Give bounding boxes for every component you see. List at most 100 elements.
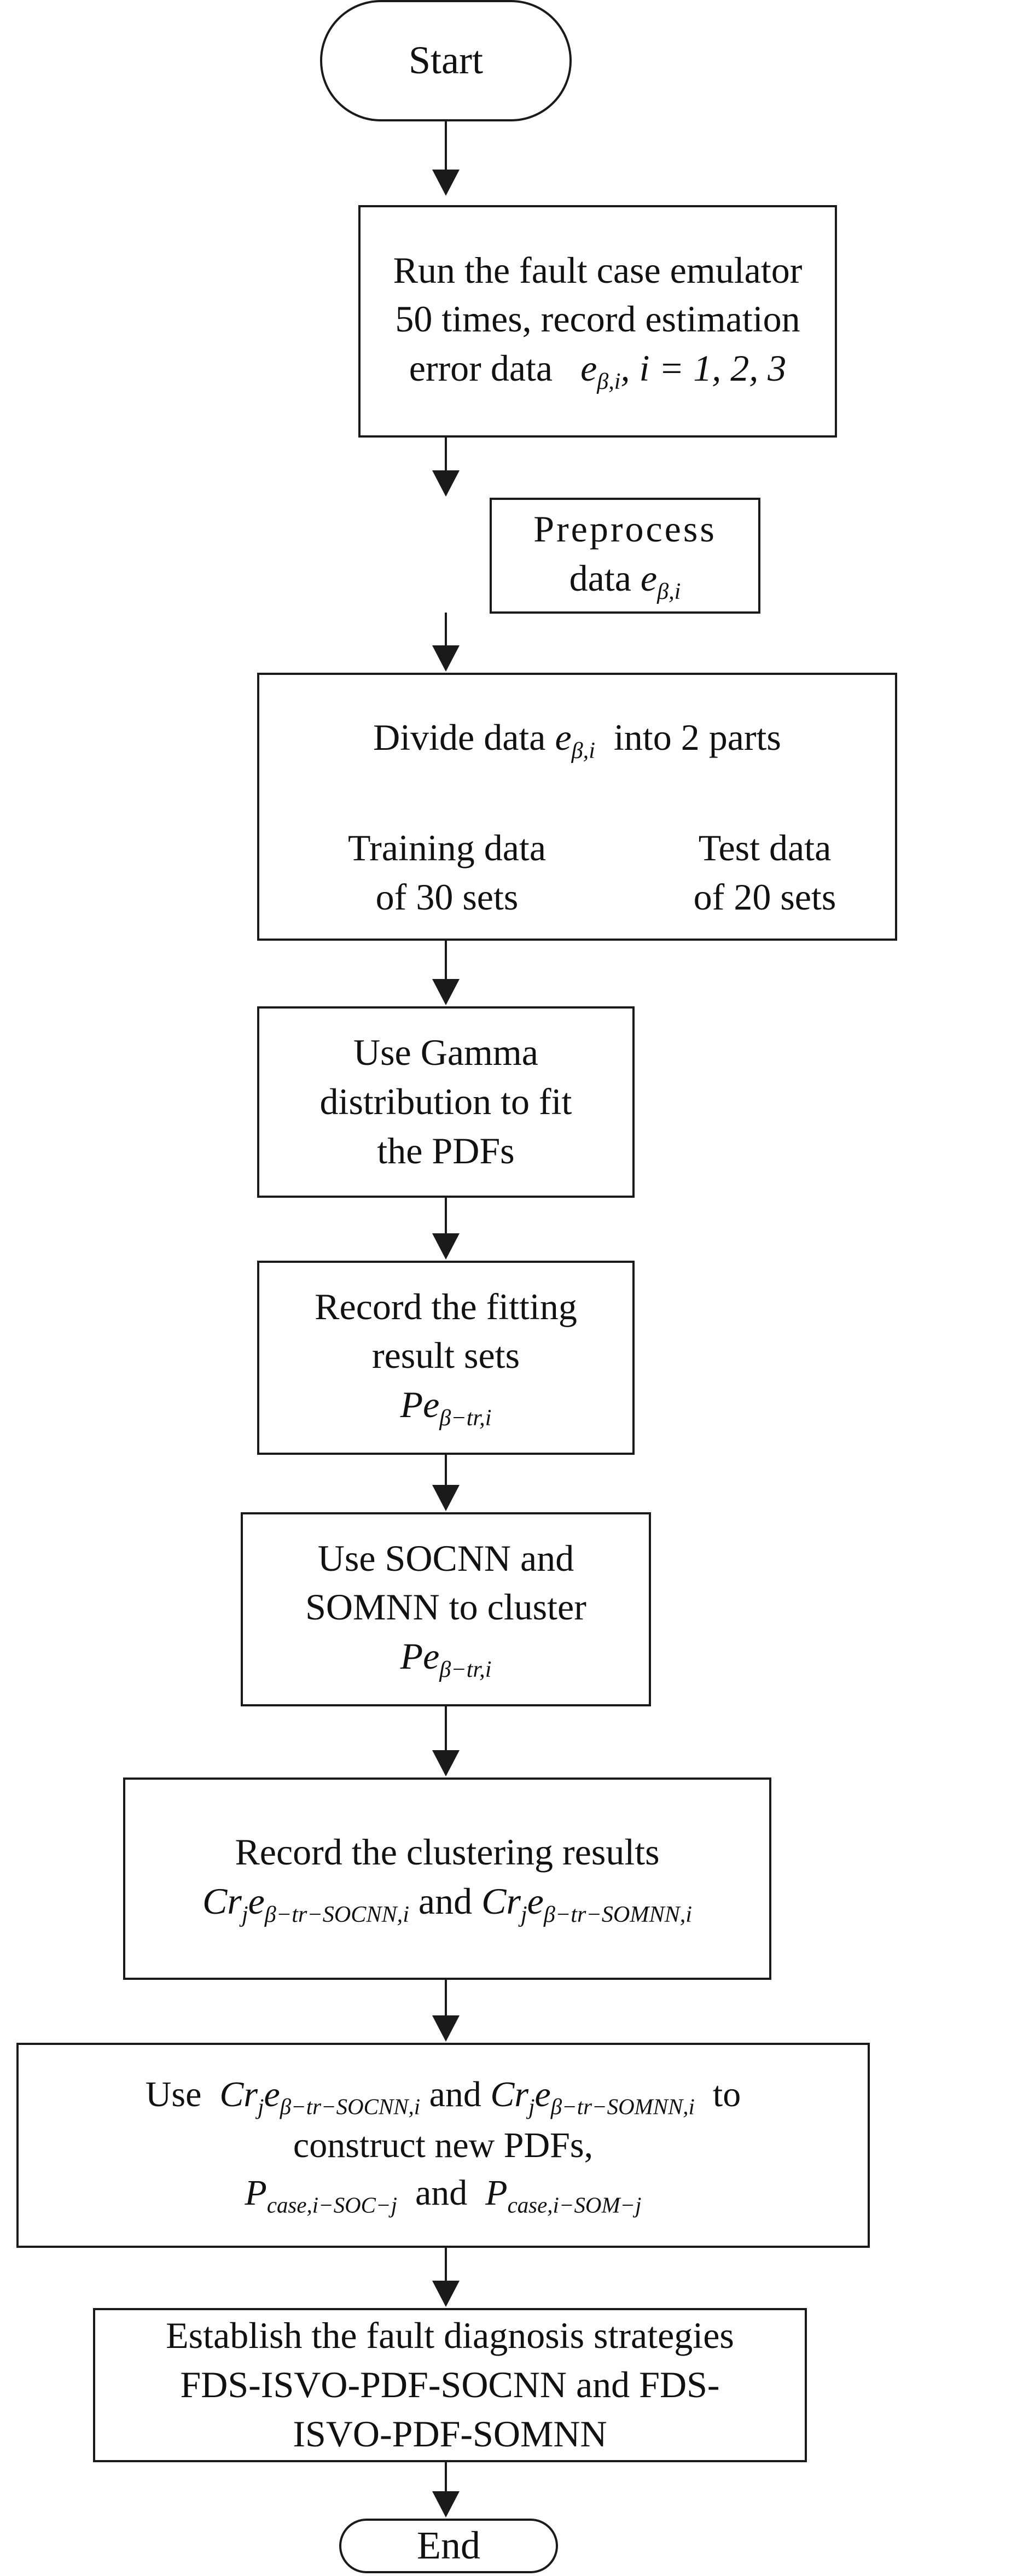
step3-post: into 2 parts: [613, 716, 781, 758]
step-cluster: Use SOCNN and SOMNN to cluster Peβ−tr,i: [241, 1512, 651, 1706]
arrowhead-icon: [432, 2491, 460, 2517]
step6-math-base: Pe: [400, 1635, 440, 1677]
step7-line2: Crjeβ−tr−SOCNN,i and Crjeβ−tr−SOMNN,i: [202, 1877, 692, 1930]
arrowhead-icon: [432, 2015, 460, 2042]
step1-math-base: e: [580, 347, 597, 389]
step8-math-b2-base: e: [534, 2074, 551, 2114]
start-terminal: Start: [320, 0, 572, 121]
step2-math-sub: β,i: [657, 578, 681, 604]
step8-math-a2-base: e: [264, 2074, 280, 2114]
step1-line2: 50 times, record estimation: [395, 298, 800, 340]
step6-line1: Use SOCNN and: [317, 1537, 574, 1579]
step7-math-b: Crjeβ−tr−SOMNN,i: [481, 1880, 692, 1927]
step3-math-sub: β,i: [571, 737, 595, 764]
step8-conj2: and: [415, 2173, 468, 2213]
arrowhead-icon: [432, 979, 460, 1005]
end-terminal: End: [339, 2519, 558, 2573]
step3-header: Divide data eβ,i into 2 parts: [373, 713, 781, 766]
step8-to: to: [712, 2074, 741, 2114]
step3-math: eβ,i: [555, 716, 595, 764]
step8-line1: Use Crjeβ−tr−SOCNN,i and Crjeβ−tr−SOMNN,…: [146, 2071, 741, 2122]
end-label: End: [417, 2523, 480, 2568]
step7-conj: and: [418, 1880, 473, 1922]
training-line1: Training data: [347, 827, 546, 869]
step8-math-b-sub: j: [528, 2094, 535, 2119]
step7-math-b-base: Cr: [481, 1880, 521, 1922]
step8-math-c: Pcase,i−SOC−j: [245, 2173, 397, 2217]
step8-math-d-sub: case,i−SOM−j: [507, 2193, 642, 2218]
arrowhead-icon: [432, 470, 460, 497]
step-record-clustering: Record the clustering results Crjeβ−tr−S…: [123, 1777, 771, 1980]
arrowhead-icon: [432, 1233, 460, 1260]
arrowhead-icon: [432, 645, 460, 672]
step8-math-d: Pcase,i−SOM−j: [485, 2173, 641, 2217]
step7-math-b2-sub: β−tr−SOMNN,i: [543, 1901, 692, 1927]
arrowhead-icon: [432, 1485, 460, 1511]
step1-line1: Run the fault case emulator: [393, 249, 803, 291]
step8-line2: construct new PDFs,: [293, 2125, 594, 2165]
step7-math-a2-base: e: [248, 1880, 265, 1922]
test-line2: of 20 sets: [693, 876, 836, 918]
step1-math-sub: β,i: [597, 368, 621, 394]
step-run-emulator: Run the fault case emulator 50 times, re…: [358, 205, 837, 438]
step8-math-a2-sub: β−tr−SOCNN,i: [280, 2094, 421, 2119]
step7-math-b-sub: j: [520, 1901, 527, 1927]
step8-math-d-base: P: [485, 2173, 508, 2213]
start-label: Start: [409, 38, 483, 83]
step-record-fitting: Record the fitting result sets Peβ−tr,i: [257, 1261, 635, 1455]
arrowhead-icon: [432, 2281, 460, 2307]
training-data-cell: Training data of 30 sets: [259, 806, 635, 940]
step4-line2: distribution to fit: [319, 1081, 572, 1123]
step8-math-a-base: Cr: [219, 2074, 258, 2114]
step1-line3-text: error data: [409, 347, 553, 389]
step8-math-b-base: Cr: [490, 2074, 529, 2114]
step7-math-a: Crjeβ−tr−SOCNN,i: [202, 1880, 409, 1927]
step8-math-a: Crjeβ−tr−SOCNN,i: [219, 2074, 420, 2119]
step1-math: eβ,i: [580, 347, 620, 394]
step9-line1: Establish the fault diagnosis strategies: [166, 2315, 734, 2357]
step8-use: Use: [145, 2074, 202, 2114]
step5-math: Peβ−tr,i: [400, 1380, 492, 1433]
step3-pre: Divide data: [373, 716, 546, 758]
step2-line2: data eβ,i: [569, 554, 681, 607]
step9-line2: FDS-ISVO-PDF-SOCNN and FDS-: [180, 2364, 720, 2406]
step3-math-base: e: [555, 716, 572, 758]
step7-math-b2-base: e: [527, 1880, 544, 1922]
step2-line2-text: data: [569, 557, 631, 599]
arrowhead-icon: [432, 170, 460, 196]
step9-line3: ISVO-PDF-SOMNN: [293, 2412, 607, 2455]
step-construct-pdfs: Use Crjeβ−tr−SOCNN,i and Crjeβ−tr−SOMNN,…: [16, 2043, 870, 2248]
step7-math-a-sub: j: [241, 1901, 248, 1927]
step8-math-b: Crjeβ−tr−SOMNN,i: [490, 2074, 695, 2119]
step8-math-c-base: P: [245, 2173, 267, 2213]
test-data-cell: Test data of 20 sets: [635, 806, 895, 940]
test-line1: Test data: [698, 827, 832, 869]
arrowhead-icon: [432, 1750, 460, 1776]
step8-conj: and: [429, 2074, 481, 2114]
step1-line3: error data eβ,i, i = 1, 2, 3: [409, 344, 787, 397]
step2-line1: Preprocess: [533, 508, 717, 550]
step5-math-base: Pe: [400, 1384, 440, 1426]
step2-math-base: e: [640, 557, 658, 599]
step2-math: eβ,i: [640, 557, 681, 604]
step8-math-c-sub: case,i−SOC−j: [266, 2193, 397, 2218]
step8-math-b2-sub: β−tr−SOMNN,i: [550, 2094, 695, 2119]
step5-line1: Record the fitting: [315, 1285, 577, 1327]
step-establish-strategies: Establish the fault diagnosis strategies…: [93, 2308, 807, 2462]
step1-math-tail: , i = 1, 2, 3: [620, 347, 787, 389]
step4-line1: Use Gamma: [353, 1031, 538, 1074]
step7-math-a2-sub: β−tr−SOCNN,i: [264, 1901, 409, 1927]
step8-line3: Pcase,i−SOC−j and Pcase,i−SOM−j: [245, 2169, 641, 2220]
arrow-heads: [432, 170, 460, 2517]
step7-line1: Record the clustering results: [235, 1831, 660, 1873]
step6-math-sub: β−tr,i: [439, 1656, 492, 1682]
step6-math: Peβ−tr,i: [400, 1632, 492, 1685]
step4-line3: the PDFs: [377, 1129, 515, 1172]
step7-math-a-base: Cr: [202, 1880, 242, 1922]
step-gamma-fit: Use Gamma distribution to fit the PDFs: [257, 1006, 635, 1198]
step8-math-a-sub: j: [258, 2094, 264, 2119]
step-divide-data: Divide data eβ,i into 2 parts: [257, 673, 897, 941]
training-line2: of 30 sets: [375, 876, 519, 918]
step5-math-sub: β−tr,i: [439, 1404, 492, 1431]
